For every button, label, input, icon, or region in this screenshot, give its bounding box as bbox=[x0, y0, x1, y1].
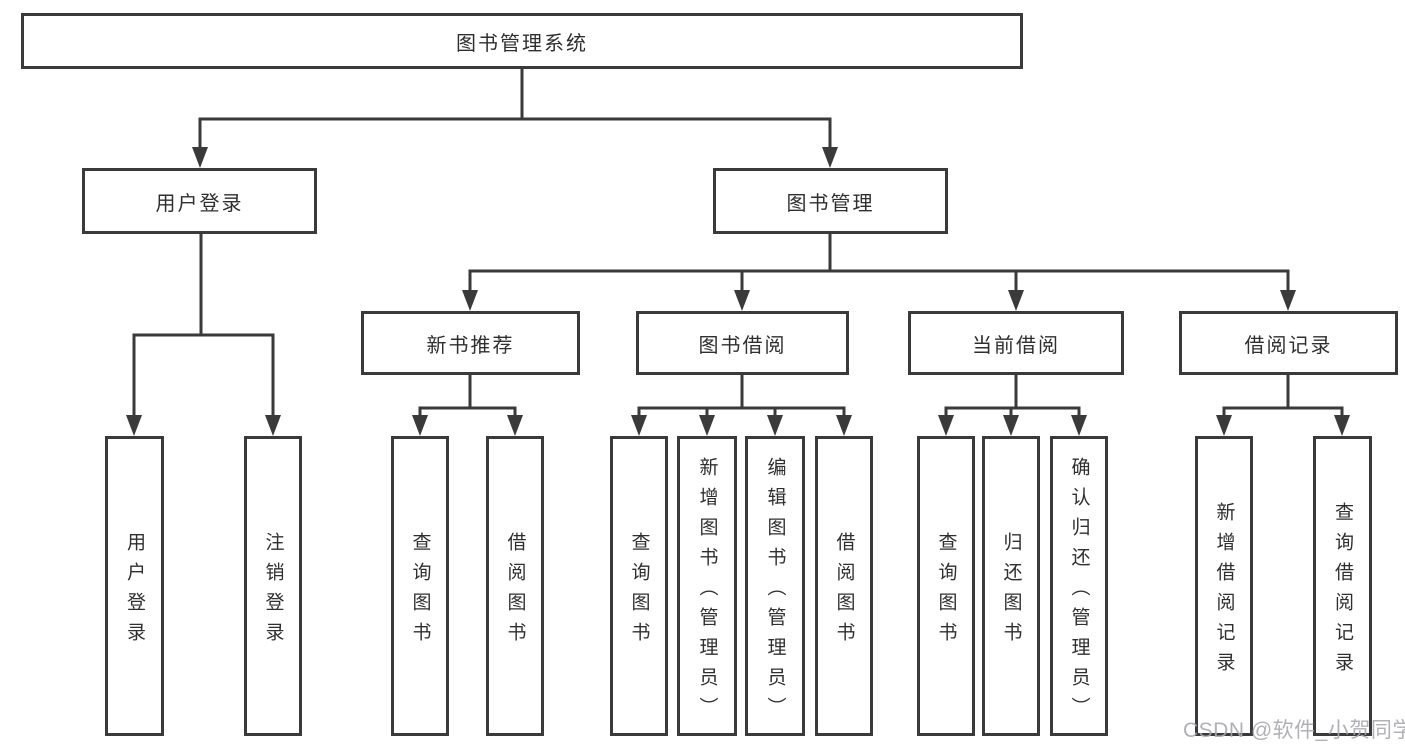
leaf-query-borrow-record: 查询借阅记录 bbox=[1313, 436, 1372, 736]
node-label: 图书管理 bbox=[786, 192, 875, 215]
node-label: 图书管理系统 bbox=[456, 32, 588, 55]
node-label: 新增借阅记录 bbox=[1213, 501, 1235, 682]
leaf-query-books-borrow: 查询图书 bbox=[610, 436, 668, 736]
node-library-management-system: 图书管理系统 bbox=[21, 13, 1023, 69]
leaf-user-login: 用户登录 bbox=[105, 436, 164, 736]
node-borrowing-records: 借阅记录 bbox=[1179, 311, 1398, 375]
node-current-borrowing: 当前借阅 bbox=[908, 311, 1124, 375]
leaf-logout: 注销登录 bbox=[244, 436, 302, 736]
leaf-return-book: 归还图书 bbox=[982, 436, 1040, 736]
node-label: 用户登录 bbox=[124, 531, 145, 652]
node-label: 图书借阅 bbox=[698, 334, 787, 357]
leaf-query-books-recommend: 查询图书 bbox=[391, 436, 449, 736]
node-label: 注销登录 bbox=[262, 531, 284, 652]
node-label: 借阅图书 bbox=[504, 531, 526, 652]
node-book-borrowing: 图书借阅 bbox=[636, 311, 849, 375]
node-label: 新增图书（管理员） bbox=[696, 456, 718, 727]
csdn-watermark: CSDN @软件_小贺同学 bbox=[1183, 719, 1405, 742]
node-label: 查询图书 bbox=[935, 531, 957, 652]
node-label: 当前借阅 bbox=[972, 334, 1060, 357]
leaf-add-borrow-record: 新增借阅记录 bbox=[1195, 436, 1253, 736]
node-label: 确认归还（管理员） bbox=[1068, 456, 1090, 727]
node-label: 查询借阅记录 bbox=[1332, 501, 1353, 682]
leaf-add-book-admin: 新增图书（管理员） bbox=[677, 436, 737, 736]
node-label: 新书推荐 bbox=[426, 334, 515, 357]
node-book-management: 图书管理 bbox=[713, 168, 948, 234]
node-label: 归还图书 bbox=[1000, 531, 1022, 652]
node-label: 查询图书 bbox=[628, 531, 650, 652]
node-new-book-recommendation: 新书推荐 bbox=[361, 311, 580, 375]
leaf-query-books-current: 查询图书 bbox=[917, 436, 975, 736]
node-label: 用户登录 bbox=[155, 192, 244, 215]
leaf-confirm-return-admin: 确认归还（管理员） bbox=[1050, 436, 1108, 736]
node-label: 借阅记录 bbox=[1244, 334, 1333, 357]
leaf-borrow-books: 借阅图书 bbox=[815, 436, 873, 736]
node-label: 编辑图书（管理员） bbox=[764, 456, 786, 727]
node-label: 查询图书 bbox=[409, 531, 431, 652]
leaf-edit-book-admin: 编辑图书（管理员） bbox=[745, 436, 805, 736]
leaf-borrow-books-recommend: 借阅图书 bbox=[486, 436, 544, 736]
node-label: 借阅图书 bbox=[833, 531, 855, 652]
node-user-login: 用户登录 bbox=[82, 168, 317, 234]
